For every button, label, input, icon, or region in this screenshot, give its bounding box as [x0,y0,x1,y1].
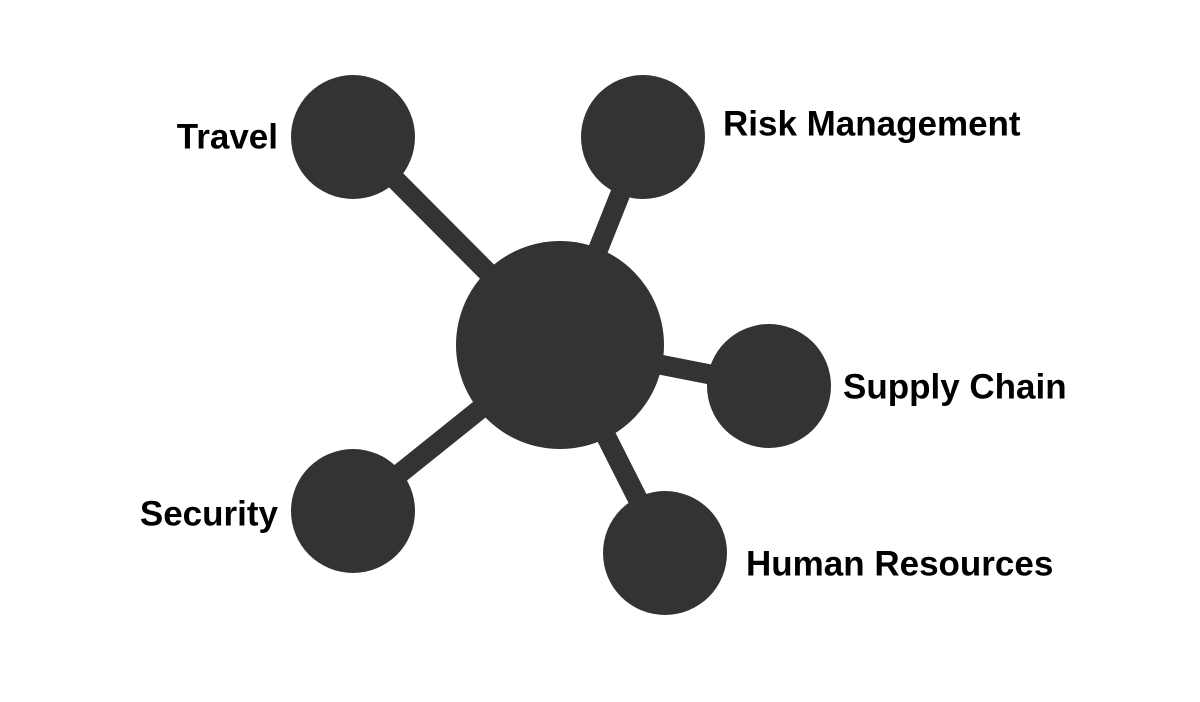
node-human-resources [603,491,727,615]
label-risk-management: Risk Management [723,105,1021,144]
label-supply-chain: Supply Chain [843,368,1067,407]
node-labels: Travel Risk Management Supply Chain Secu… [140,105,1067,584]
label-security: Security [140,495,279,534]
hub-node [456,241,664,449]
node-travel [291,75,415,199]
node-supply-chain [707,324,831,448]
label-travel: Travel [177,118,278,157]
satellite-nodes [291,75,831,615]
label-human-resources: Human Resources [746,545,1053,584]
node-security [291,449,415,573]
node-risk-management [581,75,705,199]
